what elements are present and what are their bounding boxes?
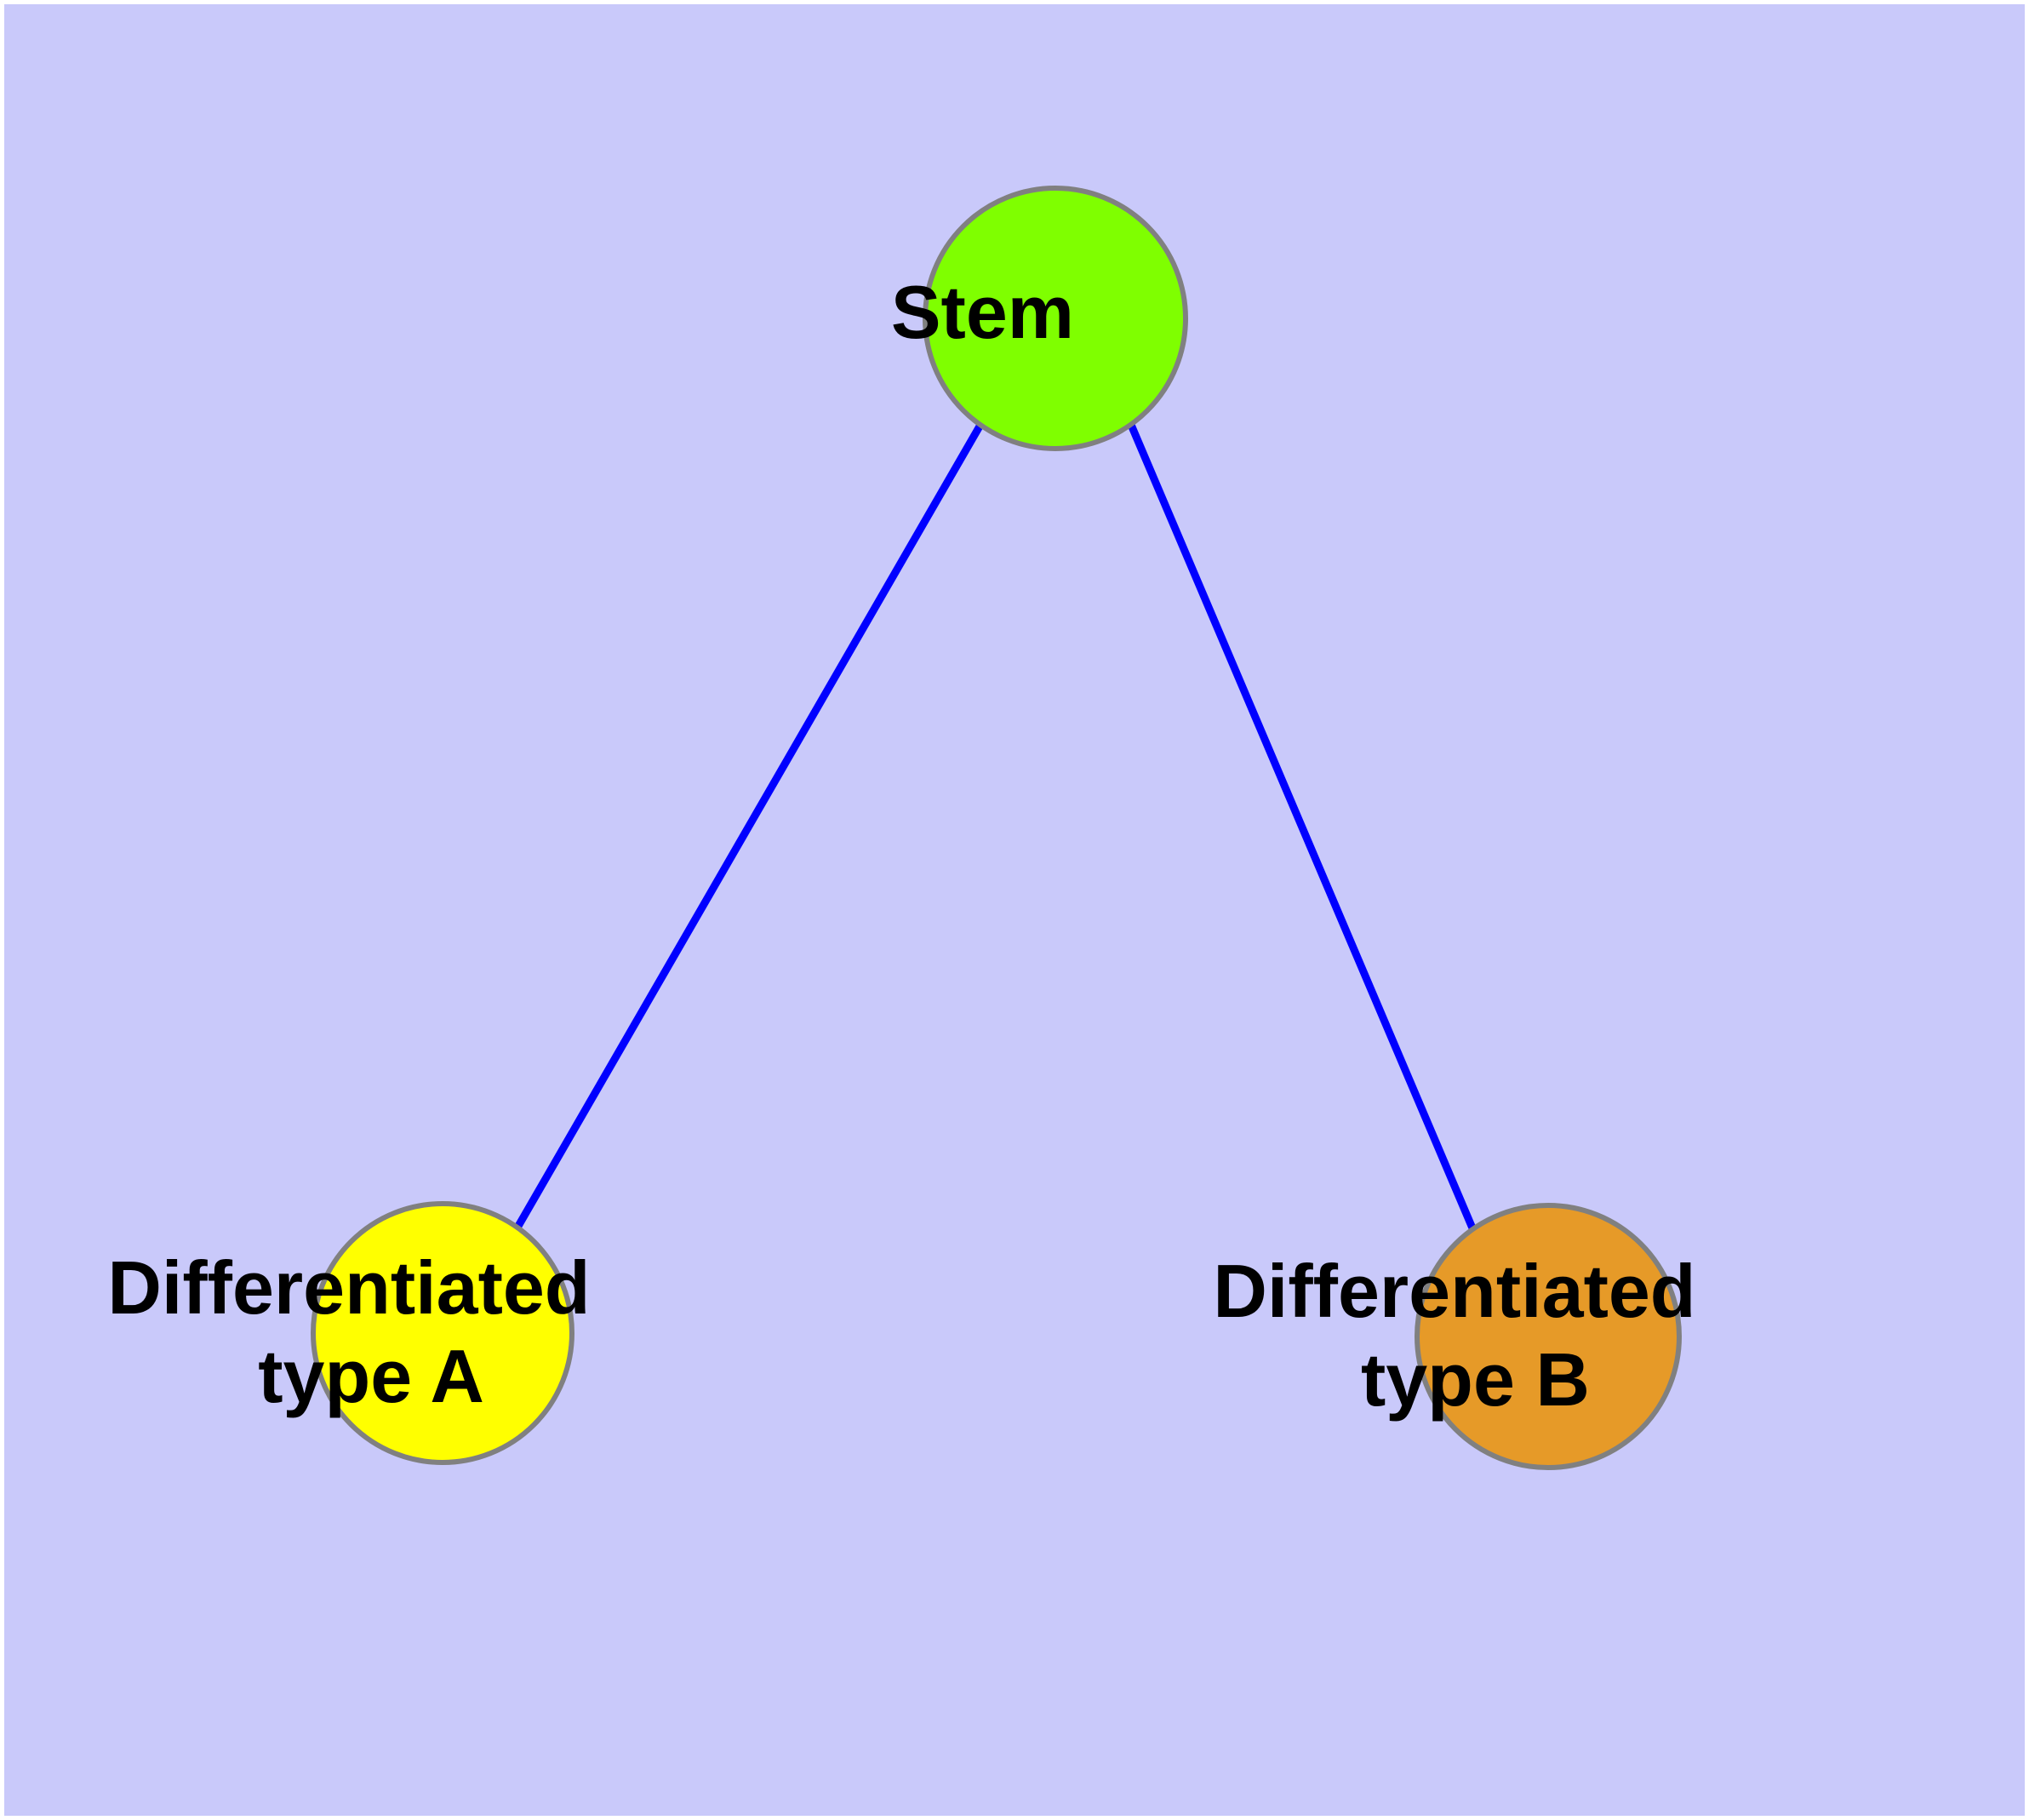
edge-stem-to-differentiated-type-a[interactable]: [514, 422, 984, 1230]
node-differentiated-type-b[interactable]: [1415, 1203, 1682, 1470]
label-layer: Stem Differentiated type A Differentiate…: [107, 270, 1883, 1422]
edge-layer: [514, 422, 1477, 1232]
node-label-differentiated-type-a-line-1: Differentiated: [107, 1245, 590, 1330]
node-label-stem: Stem: [891, 270, 1220, 354]
node-stem[interactable]: [923, 186, 1188, 451]
node-differentiated-type-a[interactable]: [311, 1201, 574, 1465]
node-layer: [311, 186, 1682, 1470]
node-label-differentiated-type-b-line-2: type B: [1361, 1337, 1590, 1422]
node-label-differentiated-type-b: Differentiated type B: [1213, 1249, 1883, 1422]
node-label-stem-line-1: Stem: [891, 270, 1074, 354]
edge-stem-to-differentiated-type-b[interactable]: [1127, 423, 1477, 1232]
node-label-differentiated-type-b-line-1: Differentiated: [1213, 1249, 1695, 1333]
node-label-differentiated-type-a: Differentiated type A: [107, 1245, 777, 1418]
node-label-differentiated-type-a-line-2: type A: [258, 1334, 483, 1418]
